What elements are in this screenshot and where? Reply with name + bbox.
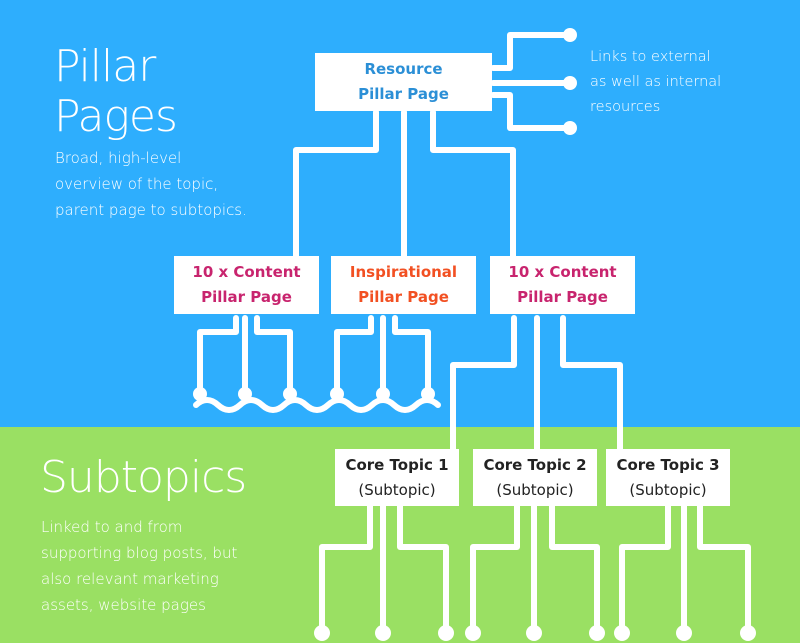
node-label: Core Topic 3 — [616, 455, 720, 474]
node-label: Pillar Page — [358, 288, 449, 306]
resource-pillar-page-node: Resource Pillar Page — [315, 53, 492, 111]
description-line: Broad, high-level — [55, 149, 182, 167]
link-core2-leaf-3 — [549, 502, 600, 635]
endpoint-dot — [740, 625, 756, 641]
link-inspirational-leaf-1 — [334, 315, 374, 395]
node-sublabel: (Subtopic) — [358, 480, 436, 499]
subtopics-title: Subtopics — [40, 452, 247, 503]
node-label: Inspirational — [349, 263, 458, 281]
node-label: Core Topic 1 — [345, 455, 449, 474]
node-label: Pillar Page — [201, 288, 292, 306]
endpoint-dot — [376, 387, 390, 401]
core-topic-2-node: Core Topic 2 (Subtopic) — [473, 449, 597, 506]
note-line: Links to external — [590, 49, 711, 65]
content-pillar-page-node-left: 10 x Content Pillar Page — [174, 256, 319, 314]
description-line: Linked to and from — [41, 518, 183, 536]
endpoint-dot — [283, 387, 297, 401]
endpoint-dot — [563, 28, 577, 42]
endpoint-dot — [614, 625, 630, 641]
description-line: assets, website pages — [41, 596, 206, 614]
link-core3-leaf-1 — [619, 502, 671, 635]
link-core1-leaf-3 — [397, 502, 449, 635]
endpoint-dot — [330, 387, 344, 401]
link-core2-leaf-1 — [470, 502, 520, 635]
description-line: parent page to subtopics. — [55, 201, 247, 219]
core-topic-3-node: Core Topic 3 (Subtopic) — [606, 449, 730, 506]
link-content-right-to-core-1 — [450, 315, 517, 455]
pillar-title-line2: Pages — [54, 91, 178, 142]
endpoint-dot — [421, 387, 435, 401]
endpoint-dot — [465, 625, 481, 641]
wave-line — [193, 397, 441, 413]
endpoint-dot — [438, 625, 454, 641]
node-label: Core Topic 2 — [483, 455, 587, 474]
link-resource-to-content-left — [293, 109, 379, 265]
endpoint-dot — [238, 387, 252, 401]
content-pillar-page-node-right: 10 x Content Pillar Page — [490, 256, 635, 314]
node-sublabel: (Subtopic) — [629, 480, 707, 499]
subtopics-description: Linked to and from supporting blog posts… — [41, 514, 237, 618]
pillar-title-line1: Pillar — [54, 41, 156, 92]
endpoint-dot — [375, 625, 391, 641]
endpoint-dot — [676, 625, 692, 641]
endpoint-dot — [563, 76, 577, 90]
node-sublabel: (Subtopic) — [496, 480, 574, 499]
endpoint-dot — [563, 121, 577, 135]
links-note: Links to external as well as internal re… — [590, 45, 721, 120]
node-label: Resource — [364, 60, 443, 78]
node-label: Pillar Page — [517, 288, 608, 306]
node-label: Pillar Page — [358, 85, 449, 103]
link-line-external-3 — [490, 92, 573, 131]
pillar-pages-description: Broad, high-level overview of the topic,… — [55, 145, 247, 223]
description-line: overview of the topic, — [55, 175, 219, 193]
link-core1-leaf-1 — [319, 502, 373, 635]
note-line: resources — [590, 99, 661, 115]
link-inspirational-leaf-3 — [392, 315, 431, 395]
link-resource-to-content-right — [430, 109, 516, 265]
node-label: 10 x Content — [508, 263, 617, 281]
link-core3-leaf-3 — [697, 502, 751, 635]
note-line: as well as internal — [590, 74, 722, 90]
endpoint-dot — [314, 625, 330, 641]
link-line-external-1 — [490, 32, 573, 71]
core-topic-1-node: Core Topic 1 (Subtopic) — [335, 449, 459, 506]
description-line: supporting blog posts, but — [41, 544, 238, 562]
endpoint-dot — [193, 387, 207, 401]
endpoint-dot — [589, 625, 605, 641]
link-content-left-leaf-1 — [197, 315, 239, 395]
pillar-pages-title: Pillar Pages — [54, 41, 178, 142]
link-content-left-leaf-3 — [254, 315, 293, 395]
description-line: also relevant marketing — [41, 570, 219, 588]
node-label: 10 x Content — [192, 263, 301, 281]
endpoint-dot — [526, 625, 542, 641]
link-content-right-to-core-3 — [560, 315, 623, 455]
inspirational-pillar-page-node: Inspirational Pillar Page — [331, 256, 476, 314]
